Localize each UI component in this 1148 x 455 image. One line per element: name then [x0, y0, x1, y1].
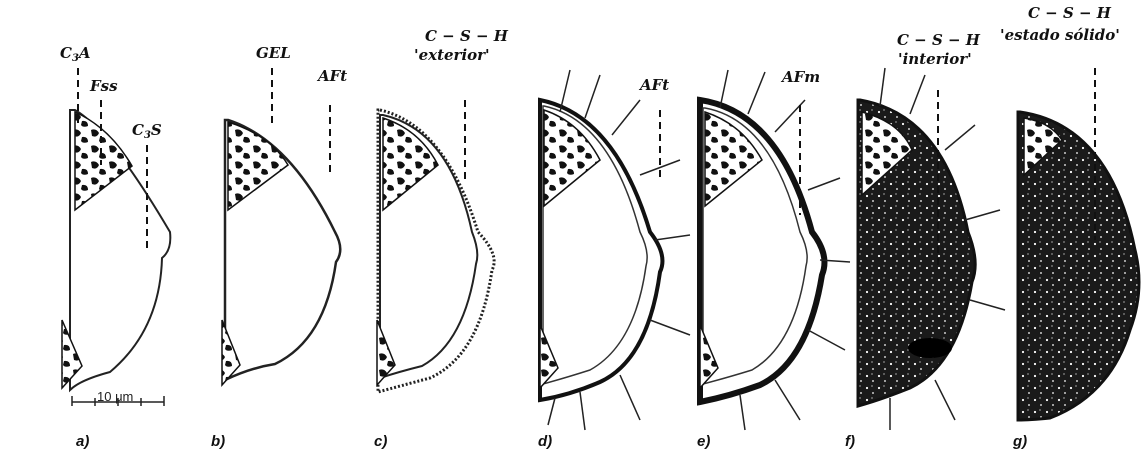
label-afm: AFm — [782, 69, 820, 86]
label-exterior: 'exterior' — [414, 47, 490, 64]
caption-c: c) — [374, 433, 387, 450]
label-fss: Fss — [90, 78, 118, 95]
label-csh-g: C − S − H — [1028, 5, 1111, 22]
caption-f: f) — [845, 433, 855, 450]
label-csh-f: C − S − H — [897, 32, 980, 49]
label-interior: 'interior' — [898, 51, 972, 68]
panel-d — [540, 70, 690, 430]
label-aft-d: AFt — [640, 77, 669, 94]
label-c3s: C3S — [132, 122, 162, 141]
panel-a — [62, 68, 170, 390]
caption-e: e) — [697, 433, 710, 450]
caption-a: a) — [76, 433, 89, 450]
label-gel: GEL — [256, 45, 291, 62]
label-estado-solido: 'estado sólido' — [1000, 27, 1120, 44]
panel-f — [858, 68, 1005, 430]
caption-g: g) — [1013, 433, 1027, 450]
caption-d: d) — [538, 433, 552, 450]
panel-e — [700, 70, 850, 430]
panel-b — [222, 68, 340, 385]
panel-c — [377, 100, 494, 392]
caption-b: b) — [211, 433, 225, 450]
label-c3a: C3A — [60, 45, 91, 64]
label-csh-c: C − S − H — [425, 28, 508, 45]
panel-g — [1018, 68, 1139, 420]
scale-bar-label: 10 μm — [97, 389, 133, 404]
label-aft-b: AFt — [318, 68, 347, 85]
